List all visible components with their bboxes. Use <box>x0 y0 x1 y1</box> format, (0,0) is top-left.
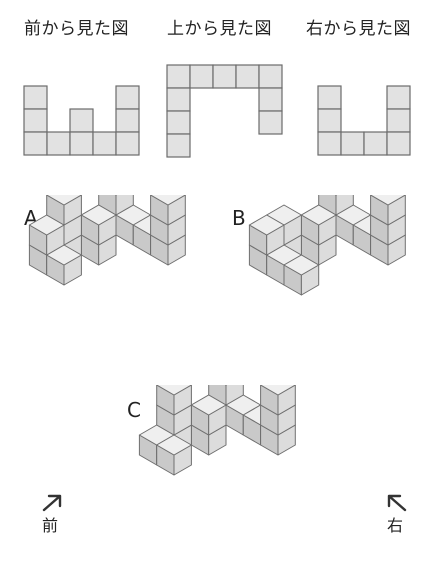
cube <box>300 204 337 246</box>
front-arrow-icon <box>42 494 62 512</box>
right-arrow-icon <box>387 494 407 512</box>
option-a-figure[interactable] <box>0 195 222 370</box>
top-view-title: 上から見た図 <box>167 19 272 39</box>
right-direction-label: 右 <box>387 516 404 535</box>
front-direction-label: 前 <box>42 516 59 535</box>
right-view-title: 右から見た図 <box>306 19 411 39</box>
cube <box>46 195 82 226</box>
option-c-figure[interactable] <box>110 385 332 560</box>
cube <box>260 385 296 416</box>
cube <box>150 195 186 226</box>
cube <box>156 434 192 476</box>
cube <box>370 195 406 226</box>
option-c-label: C <box>127 398 141 422</box>
cube <box>190 394 227 436</box>
option-b-label: B <box>232 206 246 230</box>
cube <box>98 195 134 216</box>
cube <box>80 204 117 246</box>
cube <box>46 244 82 286</box>
right-view-diagram <box>317 85 411 156</box>
cube <box>248 214 285 256</box>
cube <box>28 214 65 256</box>
cube <box>156 385 192 416</box>
front-view-diagram <box>23 85 140 156</box>
cube <box>283 254 320 296</box>
top-view-diagram <box>166 64 283 158</box>
front-view-title: 前から見た図 <box>24 19 129 39</box>
option-b-figure[interactable] <box>220 195 442 370</box>
